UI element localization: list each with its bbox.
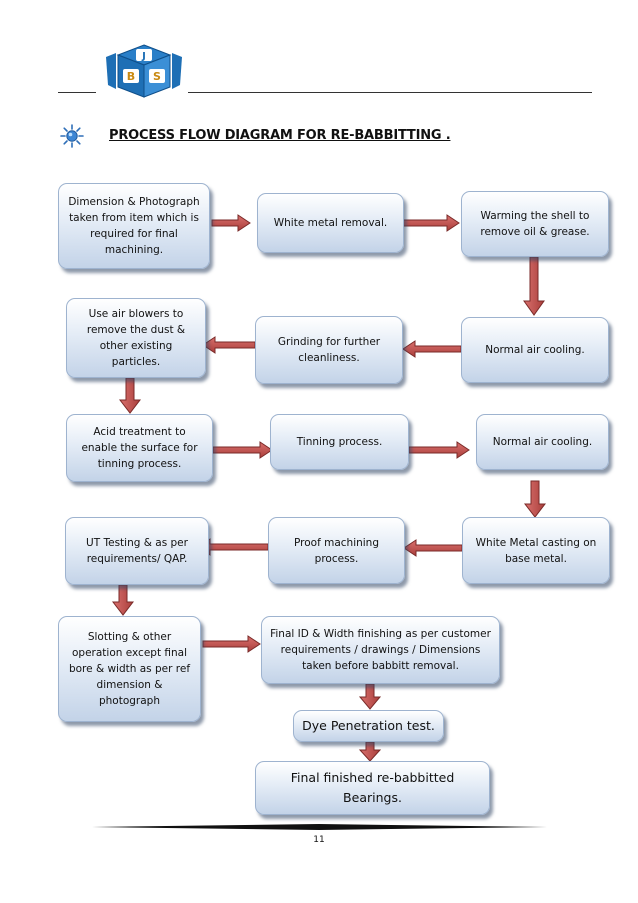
arrow-s5-s6 xyxy=(202,336,256,354)
logo-wing-left xyxy=(106,53,116,89)
step-dimension-photograph: Dimension & Photograph taken from item w… xyxy=(58,183,210,269)
step-slotting: Slotting & other operation except final … xyxy=(58,616,201,722)
step-white-metal-casting: White Metal casting on base metal. xyxy=(462,517,610,584)
step-label: Acid treatment to enable the surface for… xyxy=(81,426,198,470)
step-label: Grinding for further cleanliness. xyxy=(277,336,381,364)
step-normal-air-cooling-1: Normal air cooling. xyxy=(461,317,609,383)
step-label: Proof machining process. xyxy=(293,536,379,565)
arrow-s1-s2 xyxy=(211,214,251,232)
step-label: Slotting & other operation except final … xyxy=(68,631,191,707)
step-label: White Metal casting on base metal. xyxy=(475,536,597,565)
step-warming-shell: Warming the shell to remove oil & grease… xyxy=(461,191,609,257)
step-final-id-width-finishing: Final ID & Width finishing as per custom… xyxy=(261,616,500,684)
step-label: Dye Penetration test. xyxy=(302,718,435,733)
step-label: Use air blowers to remove the dust & oth… xyxy=(86,308,186,368)
step-use-air-blowers: Use air blowers to remove the dust & oth… xyxy=(66,298,206,378)
step-label: Warming the shell to remove oil & grease… xyxy=(480,210,590,238)
arrow-s3-s4 xyxy=(523,256,545,316)
arrow-s15-s16 xyxy=(358,741,382,762)
step-tinning-process: Tinning process. xyxy=(270,414,409,470)
arrow-s10-s11 xyxy=(403,539,463,557)
page-title: PROCESS FLOW DIAGRAM FOR RE-BABBITTING . xyxy=(109,128,451,143)
step-label: Tinning process. xyxy=(296,436,383,448)
step-final-finished-bearings: Final finished re-babbitted Bearings. xyxy=(255,761,490,815)
page-number: 11 xyxy=(313,835,325,845)
company-logo: J B S xyxy=(106,44,182,98)
step-label: UT Testing & as per requirements/ QAP. xyxy=(86,537,188,565)
arrow-s6-s7 xyxy=(118,377,142,414)
step-white-metal-removal: White metal removal. xyxy=(257,193,404,253)
step-grinding: Grinding for further cleanliness. xyxy=(255,316,403,384)
header-rule-left xyxy=(58,92,96,93)
logo-letter-s: S xyxy=(153,70,161,83)
logo-plate-s xyxy=(149,69,165,83)
step-normal-air-cooling-2: Normal air cooling. xyxy=(476,414,609,470)
logo-plate-j xyxy=(136,49,152,61)
arrow-s13-s14 xyxy=(202,635,261,653)
logo-wing-right xyxy=(172,53,182,89)
logo-plate-b xyxy=(123,69,139,83)
sun-icon xyxy=(60,124,84,148)
step-dye-penetration-test: Dye Penetration test. xyxy=(293,710,444,742)
arrow-s12-s13 xyxy=(111,584,135,616)
step-ut-testing: UT Testing & as per requirements/ QAP. xyxy=(65,517,209,585)
header-rule-right xyxy=(188,92,592,93)
step-label: Final ID & Width finishing as per custom… xyxy=(270,628,491,672)
step-label: Normal air cooling. xyxy=(492,436,593,448)
footer-rule xyxy=(92,824,547,830)
step-acid-treatment: Acid treatment to enable the surface for… xyxy=(66,414,213,482)
step-label: Dimension & Photograph taken from item w… xyxy=(68,196,200,256)
step-proof-machining: Proof machining process. xyxy=(268,517,405,584)
arrow-s9-s10 xyxy=(523,480,547,518)
step-label: White metal removal. xyxy=(273,217,388,229)
arrow-s4-s5 xyxy=(402,340,462,358)
arrow-s8-s9 xyxy=(408,441,470,459)
logo-letter-j: J xyxy=(141,51,146,62)
arrow-s7-s8 xyxy=(212,441,273,459)
arrow-s14-s15 xyxy=(358,683,382,710)
step-label: Normal air cooling. xyxy=(485,344,585,356)
arrow-s2-s3 xyxy=(402,214,460,232)
logo-letter-b: B xyxy=(127,70,135,83)
step-label: Final finished re-babbitted Bearings. xyxy=(290,770,455,805)
